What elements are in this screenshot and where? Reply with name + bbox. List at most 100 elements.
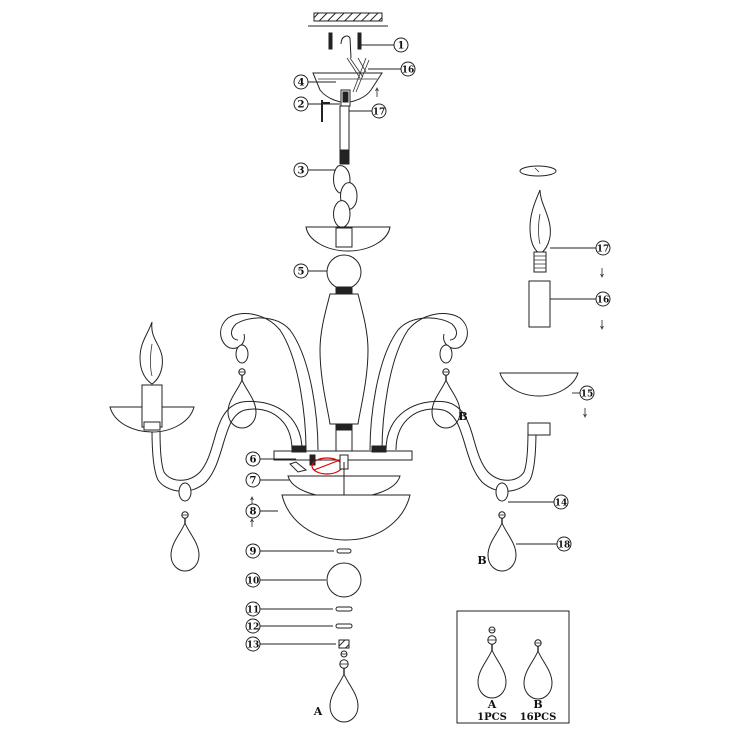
callout-18-label: 18 [558,541,571,551]
arm-right-inner [385,400,529,481]
hook [340,35,352,59]
legend-frame [456,610,570,724]
callout-17b-circle [595,240,611,256]
central-vase [319,293,369,425]
left-candle-socket [143,421,161,431]
callout-6-label: 6 [250,455,257,466]
callout-11-circle [245,601,261,617]
red-highlight-line [313,459,341,471]
legend-crystal-b [523,639,553,700]
bracket-key [321,100,330,122]
callout-2-label: 2 [298,100,305,111]
left-flame-inner [150,343,153,377]
callout-8-label: 8 [250,507,257,518]
hub-arm-socket-1 [291,445,307,453]
callout-8-circle [245,503,261,519]
bulb-exploded-group [499,165,604,418]
callout-9-circle [245,543,261,559]
callout-16b-circle [595,291,611,307]
central-lower-stem-ring [335,423,353,431]
letter-b-arm-right: B [477,554,486,567]
ball-5-ring [335,286,353,294]
upper-rod [339,105,350,151]
candle-sleeve [528,280,551,328]
arrow-head-1 [375,87,379,92]
legend-a-letter: A [487,698,497,711]
callout-10-circle [245,572,261,588]
callout-11-label: 11 [247,606,260,616]
callout-7-circle [245,472,261,488]
callout-15-label: 15 [581,390,594,400]
letter-a-bottom: A [313,705,323,718]
scroll-ring-left [235,344,249,364]
callout-14-circle [553,494,569,510]
scroll-left-outer [220,313,307,451]
main-arms [109,321,551,572]
callout-3-circle [293,162,309,178]
arm-ring-left [178,482,192,502]
callout-13-circle [245,636,261,652]
legend-b-qty: 16PCS [520,712,557,723]
arm-right-outer [395,408,537,492]
scroll-ring-right [439,344,453,364]
bowl-8 [281,494,411,541]
callout-5-circle [293,263,309,279]
part-13-finial [338,639,350,649]
ceiling-hatch [313,12,383,22]
legend-box [456,610,570,724]
callout-17a-circle [371,103,387,119]
callout-17b-label: 17 [597,245,610,255]
legend-a-qty: 1PCS [477,712,507,723]
callout-1-circle [393,37,409,53]
bobeche-15 [499,372,579,397]
screw-right [357,32,362,50]
callout-16a-label: 16 [402,66,415,76]
arrow-head-15 [583,413,587,418]
bulb-base [533,251,547,273]
callout-13-label: 13 [247,641,260,651]
callout-12-label: 12 [247,623,260,633]
upper-cup-group [305,226,391,294]
callout-17a-label: 17 [373,108,386,118]
bulb-filament [538,213,541,245]
ball-5 [326,254,362,290]
callout-6-circle [245,451,261,467]
part-10-ball [326,562,362,598]
callout-10-label: 10 [247,577,260,587]
crystal-a-bottom [329,650,359,723]
lower-bowls-group [250,462,411,541]
arrow-head-8a [250,496,254,501]
callout-16b-label: 16 [597,296,610,306]
screw-left [328,32,333,50]
canopy-nut-inner [342,91,349,103]
callout-7-label: 7 [250,476,257,487]
hub-arm-socket-2 [371,445,387,453]
letter-labels: B B A A 1PCS B 16PCS [313,410,557,723]
crystal-arm-right [487,511,517,572]
right-candle-socket [527,422,551,436]
callouts-group: 1 16 4 2 17 3 5 6 7 8 [245,37,611,652]
callout-14-label: 14 [555,499,568,509]
legend-crystal-a [477,626,507,699]
letter-b-scroll-right: B [458,410,467,423]
scroll-right-inner [369,317,457,451]
bulb-threads [534,255,546,269]
central-body-group [319,293,369,455]
bottom-parts-group [326,548,362,723]
stem-chain-group [333,105,358,228]
crystal-scroll-left [227,368,257,429]
ring-mark [534,167,540,173]
callout-2-circle [293,96,309,112]
left-candle-sleeve [141,384,163,428]
inner-scrolls [220,313,468,451]
callout-5-label: 5 [298,267,305,278]
hub-wing-nut [289,461,308,473]
arrow-head-17 [600,273,604,278]
crystal-arm-left [170,511,200,572]
callout-3-label: 3 [298,166,305,177]
scroll-right-outer [381,313,468,451]
wires [346,57,370,93]
bulb-top-ring [519,165,557,177]
callout-15-circle [579,385,595,401]
